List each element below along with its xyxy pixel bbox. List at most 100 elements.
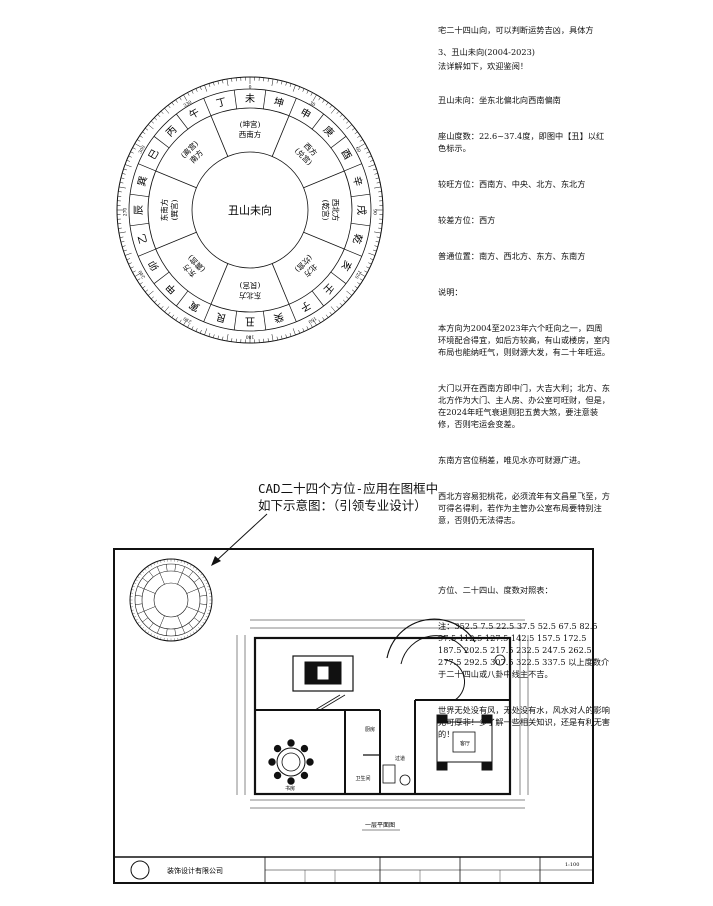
compass-mountain-divider (262, 311, 267, 331)
compass-tick (339, 302, 343, 306)
info-good: 较旺方位：西南方、中央、北方、东北方 (438, 179, 586, 189)
compass-tick (312, 94, 317, 102)
compass-tick (289, 333, 292, 337)
dining-chair (306, 758, 314, 766)
compass-degree-label: 210 (182, 315, 193, 325)
compass-tick (226, 334, 229, 342)
mini-compass-tick (195, 568, 198, 571)
compass-sector-line-2: 西南方 (239, 129, 262, 139)
callout-arrow (211, 513, 268, 566)
compass-mountain-divider (262, 89, 267, 109)
mini-compass-divider (156, 566, 161, 574)
compass-tick (164, 306, 170, 313)
compass-tick (167, 105, 171, 109)
mini-compass-tick (205, 616, 209, 618)
mini-compass-tick (137, 621, 140, 624)
callout-line-1: CAD二十四个方位-应用在图框中 (258, 481, 439, 496)
compass-tick (167, 311, 171, 315)
compass-tick (369, 258, 374, 261)
mini-compass-tick (137, 576, 140, 579)
compass-sector: 西北方(乾宫) (321, 199, 341, 222)
info-paragraph-7: 世界无处没有风，无处没有水，风水对人的影响无可厚非！多了解一些相关知识，还是有利… (438, 705, 610, 739)
compass-tick (359, 139, 363, 142)
mini-compass-tick (184, 561, 186, 564)
compass-tick (187, 92, 190, 96)
intro-line-1: 宅二十四山向，可以判断运势吉凶，具体方 (438, 25, 594, 35)
compass-mountain-divider (153, 136, 170, 149)
compass-sector-divider (303, 231, 345, 250)
compass-tick (357, 282, 361, 285)
compass-tick (358, 272, 366, 277)
info-title: 丑山未向：坐东北偏北向西南偏南 (438, 95, 561, 105)
compass-sector: 东南方(巽宫) (159, 198, 179, 221)
compass-tick (366, 266, 370, 269)
compass-degree-label: 90 (372, 209, 378, 215)
mini-compass-tick (132, 585, 135, 587)
compass-tick (325, 102, 329, 106)
compass-tick (171, 102, 175, 106)
compass-tick (154, 299, 158, 303)
dining-chair (287, 739, 295, 747)
compass-tick (351, 289, 355, 293)
info-normal: 普通位置：南方、西北方、东方、东南方 (438, 251, 586, 261)
mini-compass-tick (153, 562, 155, 566)
company-name: 装饰设计有限公司 (167, 866, 223, 875)
info-degree: 座山度数：22.6~37.4度，即图中【丑】以红色标示。 (438, 131, 605, 153)
compass-degree-label: 120 (353, 269, 363, 280)
mini-compass-divider (197, 585, 205, 590)
compass-tick (364, 270, 368, 273)
compass-diagram: 丁未坤申庚酉辛戌乾亥壬子癸丑艮寅甲卯乙辰巽巳丙午 (坤宫)西南方西方(兑宫)西北… (116, 76, 384, 344)
compass-tick (139, 135, 143, 138)
compass-tick (191, 90, 194, 94)
mini-compass-sector-divider (186, 606, 198, 612)
compass-mountain-divider (330, 271, 347, 284)
compass-mountain-label: 酉 (338, 148, 353, 162)
compass-tick (318, 97, 321, 101)
compass-tick (120, 177, 125, 179)
compass-mountain-divider (203, 98, 212, 116)
compass-sector-divider (155, 231, 197, 250)
dining-chair (300, 744, 309, 753)
compass-tick (171, 314, 175, 318)
compass-tick (302, 328, 305, 332)
compass-mountain-divider (351, 222, 371, 227)
mini-compass-sector-divider (159, 615, 165, 627)
compass-tick (124, 252, 132, 256)
compass-tick (208, 83, 211, 87)
compass-sector: 东北方(艮宫) (238, 281, 261, 301)
compass-tick (369, 159, 374, 162)
compass-tick (130, 151, 134, 154)
mini-compass-sector-divider (186, 588, 198, 594)
compass-tick (160, 306, 164, 310)
compass-tick (128, 155, 132, 158)
compass-tick (120, 241, 125, 243)
mini-compass-tick (190, 633, 192, 636)
mini-compass-tick (131, 609, 134, 611)
compass-tick (222, 336, 224, 341)
compass-tick (130, 266, 134, 269)
compass-mountain-label: 丑 (245, 315, 255, 326)
scale-label: 1:100 (565, 862, 579, 868)
callout-line-2: 如下示意图：（引领专业设计） (258, 498, 427, 513)
compass-tick (164, 107, 170, 114)
compass-tick (142, 131, 146, 135)
dining-chair (300, 771, 309, 780)
mini-compass-tick (135, 619, 138, 621)
compass-tick (154, 117, 158, 121)
compass-mountain-divider (330, 136, 347, 149)
mini-compass-tick (139, 573, 142, 576)
info-paragraph-1: 本方向为2004至2023年六个旺向之一，四周环境配合得宜，如后方较高，有山或楼… (438, 323, 610, 357)
mini-compass-tick (156, 561, 158, 564)
compass-degree-label: 150 (307, 315, 318, 325)
mini-compass-tick (207, 585, 210, 587)
mini-compass-tick (204, 579, 207, 581)
compass-mountain-divider (311, 290, 324, 307)
dining-chair (287, 777, 295, 785)
compass-tick (281, 80, 283, 85)
compass-tick (160, 110, 164, 114)
compass-mountain-label: 癸 (272, 310, 285, 325)
compass-tick (213, 82, 215, 86)
plan-title: 一层平面图 (365, 822, 395, 829)
mini-compass-sector-divider (144, 606, 156, 612)
compass-tick (366, 151, 370, 154)
